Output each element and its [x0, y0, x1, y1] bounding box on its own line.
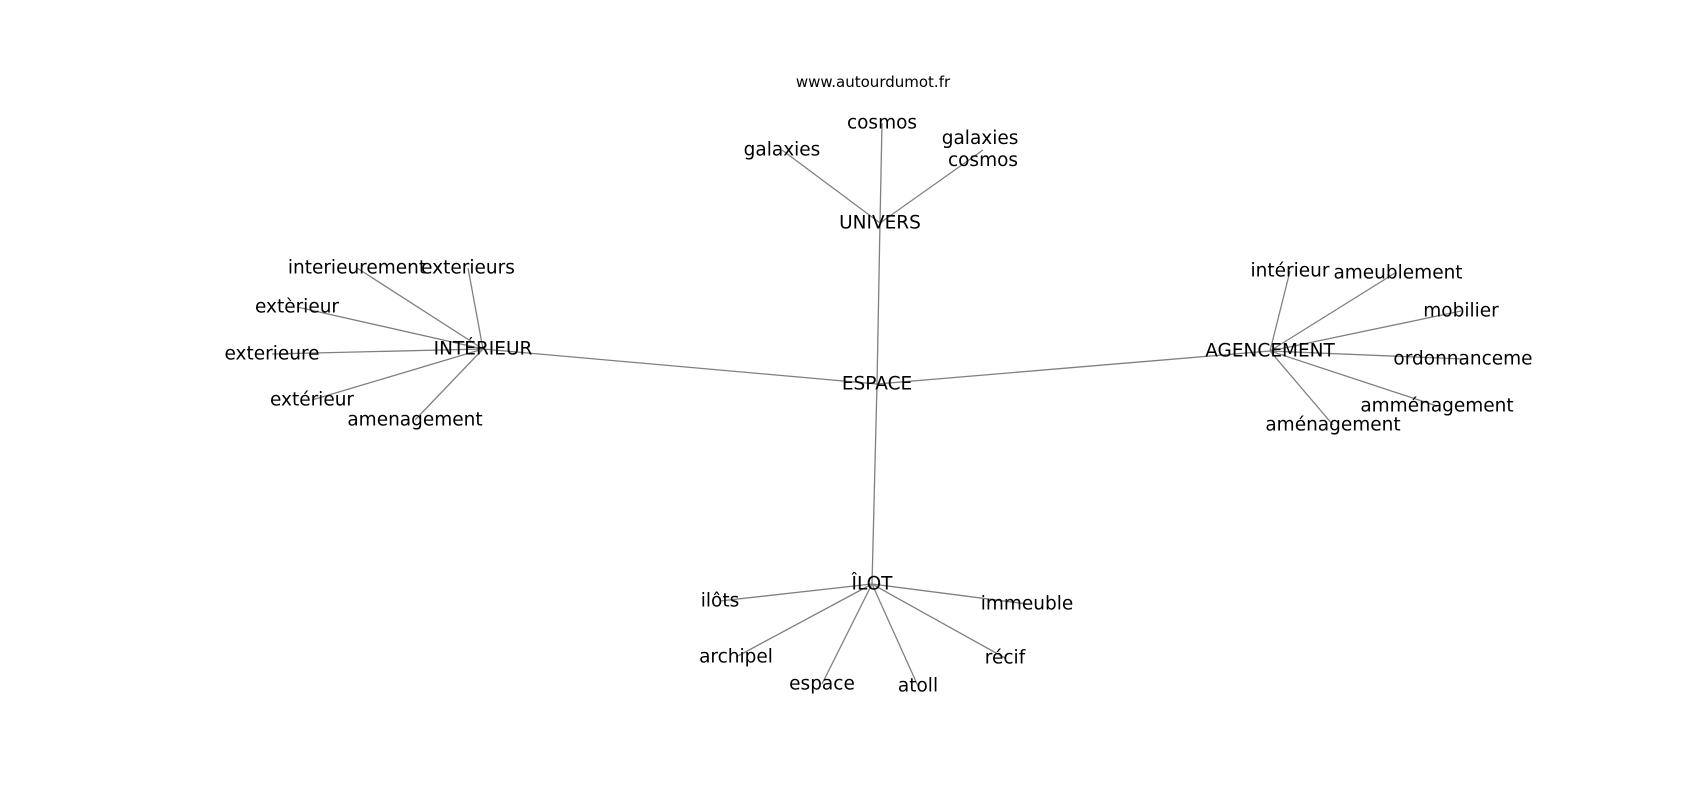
- leaf-node: récif: [985, 648, 1026, 669]
- leaf-node: espace: [789, 674, 855, 695]
- leaf-node: ordonnanceme: [1393, 349, 1532, 370]
- edge-agencement-ordonnanceme: [1269, 350, 1464, 360]
- leaf-node: extèrieur: [255, 297, 339, 318]
- edge-ilot-ilots: [719, 583, 873, 602]
- edge-univers-galaxies-cosmos: [879, 149, 984, 224]
- hub-node-ilot: ÎLOT: [851, 573, 894, 595]
- graph-edges: [271, 122, 1464, 687]
- edge-ilot-atoll: [871, 583, 919, 687]
- edge-interieur-exterieurs: [467, 267, 484, 350]
- leaf-node: archipel: [699, 647, 773, 668]
- edge-univers-galaxies: [781, 149, 881, 224]
- hub-node-interieur: INTÉRIEUR: [434, 338, 533, 360]
- leaf-node: exterieurs: [421, 258, 515, 279]
- leaf-node: amménagement: [1360, 396, 1513, 417]
- hub-node-agencement: AGENCEMENT: [1205, 341, 1335, 362]
- leaf-node: amenagement: [347, 410, 482, 431]
- leaf-node: extérieur: [270, 390, 354, 411]
- leaf-node: interieurement: [288, 258, 426, 279]
- leaf-node: cosmos: [847, 113, 917, 134]
- leaf-node: ilôts: [701, 591, 740, 612]
- edge-espace-interieur: [482, 348, 878, 385]
- edge-espace-agencement: [876, 350, 1271, 385]
- leaf-node-multiline: galaxies cosmos: [942, 128, 1025, 171]
- edge-ilot-immeuble: [871, 583, 1028, 605]
- leaf-node: atoll: [898, 676, 938, 697]
- edge-agencement-ameublement: [1269, 272, 1396, 352]
- leaf-node: ameublement: [1333, 263, 1462, 284]
- edge-interieur-amenagement: [414, 348, 484, 421]
- leaf-node: immeuble: [981, 594, 1074, 615]
- edge-ilot-archipel: [735, 583, 873, 658]
- center-node: ESPACE: [842, 374, 912, 395]
- edge-interieur-exterieur-aigu: [311, 348, 484, 401]
- edge-espace-univers: [876, 222, 881, 385]
- leaf-node: aménagement: [1265, 415, 1400, 436]
- edge-espace-ilot: [871, 383, 878, 585]
- leaf-node-line: galaxies: [942, 128, 1019, 149]
- edge-agencement-interieur: [1269, 270, 1291, 352]
- edge-interieur-interieurement: [356, 267, 484, 350]
- leaf-node: exterieure: [224, 344, 319, 365]
- edge-agencement-mobilier: [1269, 310, 1462, 352]
- edge-agencement-amenagement: [1269, 350, 1334, 426]
- leaf-node: intérieur: [1251, 261, 1330, 282]
- edge-univers-cosmos: [879, 122, 883, 224]
- edge-ilot-recif: [871, 583, 1006, 659]
- edge-agencement-ammenagement: [1269, 350, 1438, 407]
- source-url: www.autourdumot.fr: [796, 73, 951, 91]
- leaf-node-line: cosmos: [948, 150, 1018, 171]
- edge-ilot-espace: [821, 583, 873, 685]
- leaf-node: galaxies: [744, 140, 821, 161]
- hub-node-univers: UNIVERS: [839, 213, 921, 234]
- edge-interieur-exterieure: [271, 348, 484, 355]
- graph-labels: www.autourdumot.fr ESPACE UNIVERS galaxi…: [224, 73, 1532, 697]
- edge-interieur-exterieur-grave: [296, 306, 484, 350]
- leaf-node: mobilier: [1423, 301, 1499, 322]
